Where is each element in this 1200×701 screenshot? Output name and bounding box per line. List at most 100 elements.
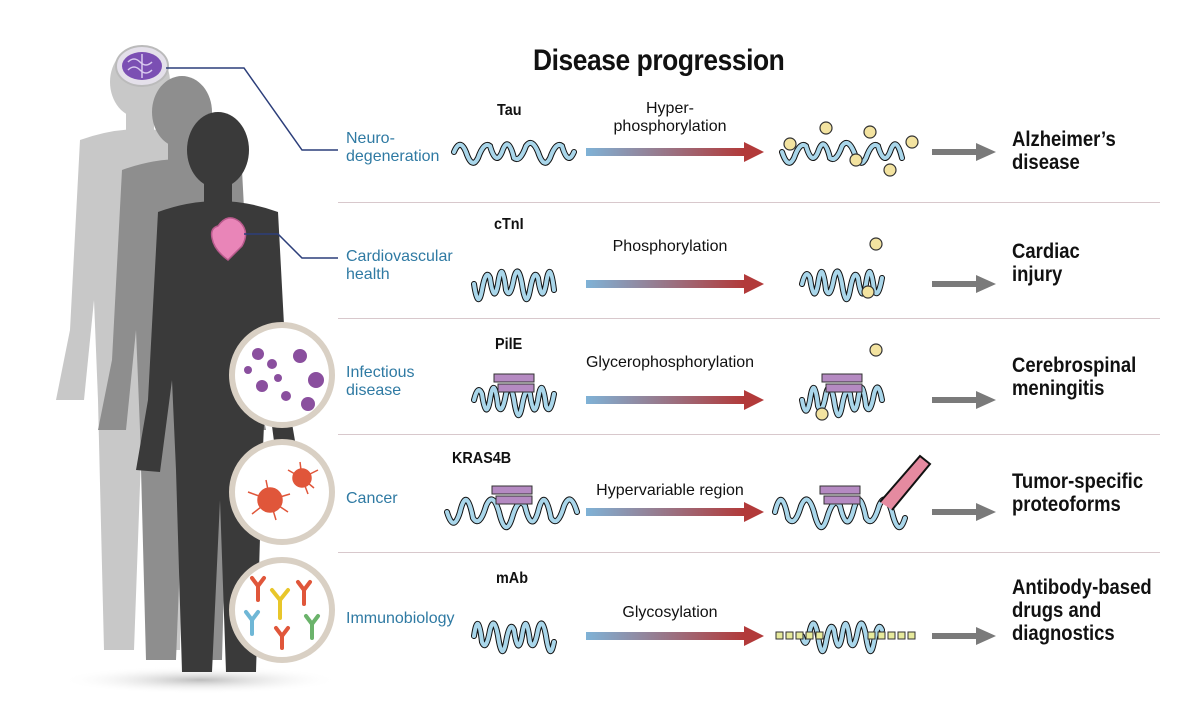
category-line: health	[346, 266, 390, 283]
protein-label: PilE	[495, 336, 523, 353]
glycan-chain-icon	[775, 631, 916, 640]
category-line: degeneration	[346, 148, 440, 165]
outcome-arrow	[932, 509, 978, 515]
process-label: Hyper-phosphorylation	[560, 100, 780, 136]
brain-leader-line	[166, 67, 338, 151]
process-arrowhead	[744, 142, 764, 162]
outcome-line: Tumor-specific	[1012, 470, 1144, 493]
outcome-arrowhead	[976, 391, 996, 409]
beta-sheet-icon	[819, 485, 861, 495]
outcome-arrowhead	[976, 503, 996, 521]
outcome-arrow	[932, 281, 978, 287]
phosphate-icon	[815, 407, 829, 421]
beta-sheet-icon	[821, 373, 863, 383]
category-label: Cancer	[346, 490, 398, 508]
outcome-line: Cerebrospinal	[1012, 354, 1137, 377]
category-line: Infectious	[346, 364, 415, 381]
process-label: Glycerophosphorylation	[560, 354, 780, 372]
process-line: Phosphorylation	[612, 238, 728, 255]
heart-icon	[210, 217, 247, 261]
outcome-arrow	[932, 633, 978, 639]
heart-leader-line	[244, 233, 338, 259]
process-line: phosphorylation	[613, 118, 727, 135]
protein-label: mAb	[496, 570, 529, 587]
category-line: Cardiovascular	[346, 248, 453, 265]
process-label: Glycosylation	[560, 604, 780, 622]
process-arrowhead	[744, 390, 764, 410]
process-arrow	[586, 632, 744, 640]
antibodies-circle-icon	[229, 557, 335, 663]
phosphate-icon	[869, 237, 883, 251]
protein-label: KRAS4B	[452, 450, 512, 467]
phosphate-icon	[883, 163, 897, 177]
process-line: Hyper-	[645, 100, 694, 117]
disease-row: Cancer KRAS4B Hypervariable region Tumor-sp…	[0, 440, 1200, 558]
outcome-arrowhead	[976, 627, 996, 645]
beta-sheet-icon	[823, 495, 861, 505]
outcome-line: Antibody-based	[1012, 576, 1152, 599]
cancer-cells-circle-icon	[229, 439, 335, 545]
protein-ribbon-icon	[799, 620, 885, 654]
outcome-line: injury	[1012, 263, 1063, 286]
process-arrowhead	[744, 626, 764, 646]
process-arrow	[586, 396, 744, 404]
outcome-arrow	[932, 397, 978, 403]
phosphate-icon	[905, 135, 919, 149]
protein-ribbon-icon	[444, 485, 580, 530]
category-line: Cancer	[346, 490, 398, 507]
phosphate-icon	[783, 137, 797, 151]
outcome-line: Alzheimer’s	[1012, 128, 1116, 151]
category-line: disease	[346, 382, 402, 399]
process-label: Phosphorylation	[560, 238, 780, 256]
row-divider	[338, 202, 1160, 203]
outcome-line: Cardiac	[1012, 240, 1080, 263]
row-divider	[338, 552, 1160, 553]
beta-sheet-icon	[493, 373, 535, 383]
row-divider	[338, 434, 1160, 435]
protein-ribbon-icon	[471, 268, 557, 302]
outcome-arrow	[932, 149, 978, 155]
beta-sheet-icon	[495, 495, 533, 505]
beta-sheet-icon	[497, 383, 535, 393]
process-line: Glycerophosphorylation	[585, 354, 755, 371]
phosphate-icon	[863, 125, 877, 139]
brain-icon	[115, 45, 169, 87]
outcome-line: meningitis	[1012, 377, 1105, 400]
silhouette-front	[136, 112, 300, 672]
phosphate-icon	[861, 285, 875, 299]
protein-ribbon-icon	[799, 237, 885, 302]
phosphate-icon	[819, 121, 833, 135]
outcome-line: diagnostics	[1012, 622, 1115, 645]
beta-sheet-icon	[491, 485, 533, 495]
outcome-line: drugs and	[1012, 599, 1102, 622]
protein-ribbon-icon	[451, 139, 577, 166]
outcome-arrowhead	[976, 143, 996, 161]
protein-ribbon-icon	[799, 343, 885, 421]
outcome-arrowhead	[976, 275, 996, 293]
page-title: Disease progression	[533, 44, 785, 77]
process-line: Glycosylation	[622, 604, 718, 621]
hypervariable-tail-icon	[879, 454, 932, 511]
process-arrow	[586, 148, 744, 156]
process-line: Hypervariable region	[596, 482, 744, 499]
protein-ribbon-icon	[779, 121, 919, 177]
category-label: Immunobiology	[346, 610, 455, 628]
protein-label: cTnI	[494, 216, 524, 233]
protein-ribbon-icon	[471, 620, 557, 654]
protein-ribbon-icon	[772, 454, 932, 530]
category-line: Neuro-	[346, 130, 395, 147]
beta-sheet-icon	[825, 383, 863, 393]
